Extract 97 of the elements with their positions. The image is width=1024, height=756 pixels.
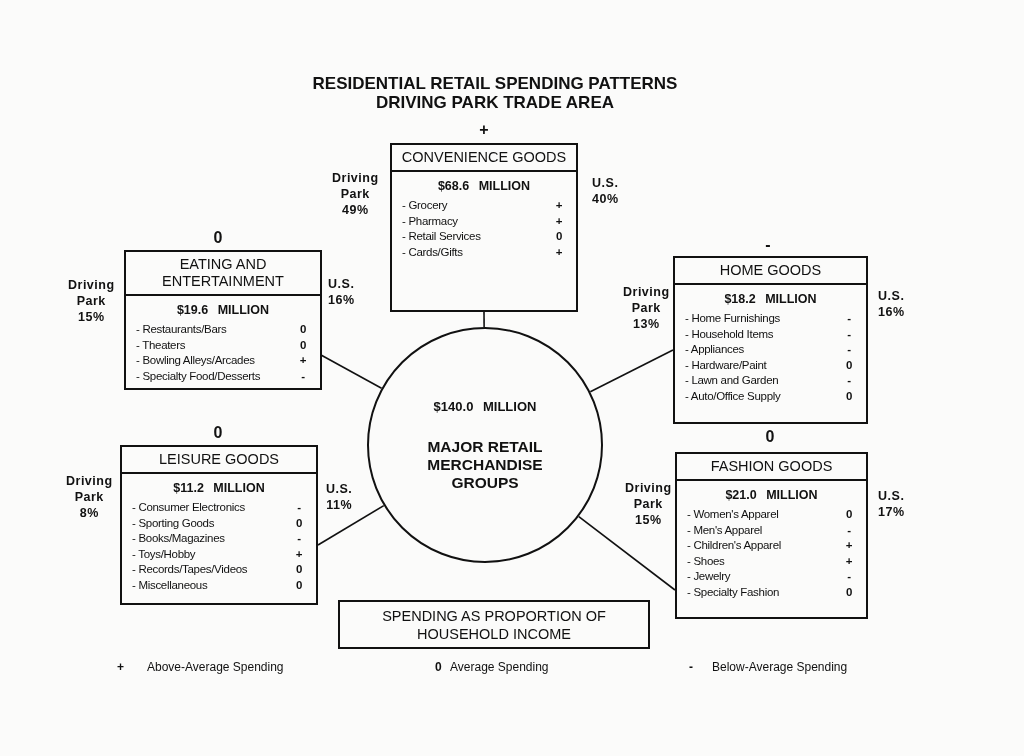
amount-text: $21.0 MILLION	[724, 488, 819, 502]
item-text: - Bowling Alleys/Arcades	[136, 353, 256, 368]
item-text: - Jewelry	[687, 569, 732, 584]
connector-line	[578, 515, 676, 591]
spending-sign: 0	[844, 388, 854, 404]
item-text: - Pharmacy	[402, 213, 459, 229]
item-text: - Books/Magazines	[132, 531, 226, 546]
item-text: - Home Furnishings	[685, 311, 781, 326]
category-heading: HOME GOODS	[675, 258, 866, 285]
connector-line	[589, 349, 674, 393]
circle-title: MAJOR RETAIL MERCHANDISE GROUPS	[426, 438, 544, 492]
spending-sign: -	[689, 660, 693, 674]
item-text: - Retail Services	[402, 229, 482, 244]
spending-sign: -	[846, 311, 852, 326]
spending-sign: 0	[294, 515, 304, 531]
amount-text: $68.6 MILLION	[436, 179, 532, 193]
spending-sign: -	[296, 500, 302, 515]
share-label: Driving Park 49%	[332, 170, 379, 218]
category-heading: EATING AND ENTERTAINMENT	[126, 252, 320, 296]
item-text: - Men's Apparel	[687, 522, 764, 538]
spending-sign: +	[294, 546, 304, 562]
spending-sign: 0	[554, 229, 564, 244]
item-text: - Cards/Gifts	[402, 244, 464, 260]
category-box	[390, 143, 578, 312]
share-label: U.S. 17%	[878, 488, 905, 520]
category-box	[675, 452, 868, 619]
spending-sign: -	[846, 522, 852, 538]
spending-sign: +	[554, 213, 564, 229]
box-text: SPENDING AS PROPORTION OF HOUSEHOLD INCOME	[381, 606, 607, 643]
item-text: - Restaurants/Bars	[136, 322, 228, 337]
spending-sign: 0	[212, 424, 224, 442]
spending-sign: 0	[294, 562, 304, 577]
spending-sign: +	[554, 244, 564, 260]
spending-sign: -	[846, 342, 852, 357]
spending-sign: -	[300, 368, 306, 384]
diagram-title: RESIDENTIAL RETAIL SPENDING PATTERNS DRIVING PARK TRADE AREA	[311, 74, 679, 112]
legend-text: Below-Average Spending	[712, 660, 848, 674]
item-text: - Miscellaneous	[132, 577, 209, 593]
item-text: - Toys/Hobby	[132, 546, 197, 562]
share-label: Driving Park 15%	[68, 277, 115, 325]
spending-sign: 0	[435, 660, 442, 674]
spending-sign: -	[846, 569, 852, 584]
item-text: - Auto/Office Supply	[685, 388, 782, 404]
spending-sign: +	[117, 660, 124, 674]
text-box	[338, 600, 650, 649]
category-heading: CONVENIENCE GOODS	[392, 145, 576, 172]
item-text: - Sporting Goods	[132, 515, 216, 531]
item-text: - Lawn and Garden	[685, 373, 780, 388]
amount-text: $140.0 MILLION	[432, 398, 538, 416]
connector-line	[483, 311, 485, 328]
share-label: Driving Park 13%	[623, 284, 670, 332]
legend-text: Above-Average Spending	[147, 660, 284, 674]
category-heading: LEISURE GOODS	[122, 447, 316, 474]
item-text: - Records/Tapes/Videos	[132, 562, 249, 577]
spending-sign: 0	[212, 229, 224, 247]
item-text: - Shoes	[687, 553, 726, 569]
spending-sign: 0	[298, 322, 308, 337]
item-text: - Theaters	[136, 337, 187, 353]
spending-sign: 0	[764, 428, 776, 446]
legend-text: Average Spending	[450, 660, 549, 674]
share-label: U.S. 40%	[592, 175, 619, 207]
share-label: Driving Park 8%	[66, 473, 113, 521]
connector-line	[317, 504, 385, 546]
spending-sign: -	[296, 531, 302, 546]
spending-sign: -	[846, 326, 852, 342]
spending-sign: 0	[294, 577, 304, 593]
item-text: - Children's Apparel	[687, 538, 782, 553]
spending-sign: +	[298, 353, 308, 368]
amount-text: $11.2 MILLION	[172, 481, 266, 495]
spending-sign: 0	[844, 507, 854, 522]
item-text: - Hardware/Paint	[685, 357, 768, 373]
spending-sign: -	[846, 373, 852, 388]
item-text: - Appliances	[685, 342, 746, 357]
category-box	[120, 445, 318, 605]
spending-sign: +	[844, 538, 854, 553]
share-label: U.S. 16%	[328, 276, 355, 308]
spending-sign: -	[764, 236, 772, 254]
spending-sign: +	[844, 553, 854, 569]
share-label: Driving Park 15%	[625, 480, 672, 528]
item-text: - Women's Apparel	[687, 507, 780, 522]
item-text: - Household Items	[685, 326, 775, 342]
spending-sign: 0	[298, 337, 308, 353]
share-label: U.S. 11%	[326, 481, 353, 513]
category-heading: FASHION GOODS	[677, 454, 866, 481]
item-text: - Grocery	[402, 198, 449, 213]
item-text: - Specialty Fashion	[687, 584, 781, 600]
item-text: - Consumer Electronics	[132, 500, 246, 515]
share-label: U.S. 16%	[878, 288, 905, 320]
category-box	[124, 250, 322, 390]
spending-sign: 0	[844, 357, 854, 373]
spending-sign: 0	[844, 584, 854, 600]
spending-sign: +	[554, 198, 564, 213]
category-box	[673, 256, 868, 424]
amount-text: $18.2 MILLION	[723, 292, 818, 306]
amount-text: $19.6 MILLION	[175, 303, 271, 317]
spending-sign: +	[478, 121, 490, 139]
item-text: - Specialty Food/Desserts	[136, 368, 262, 384]
